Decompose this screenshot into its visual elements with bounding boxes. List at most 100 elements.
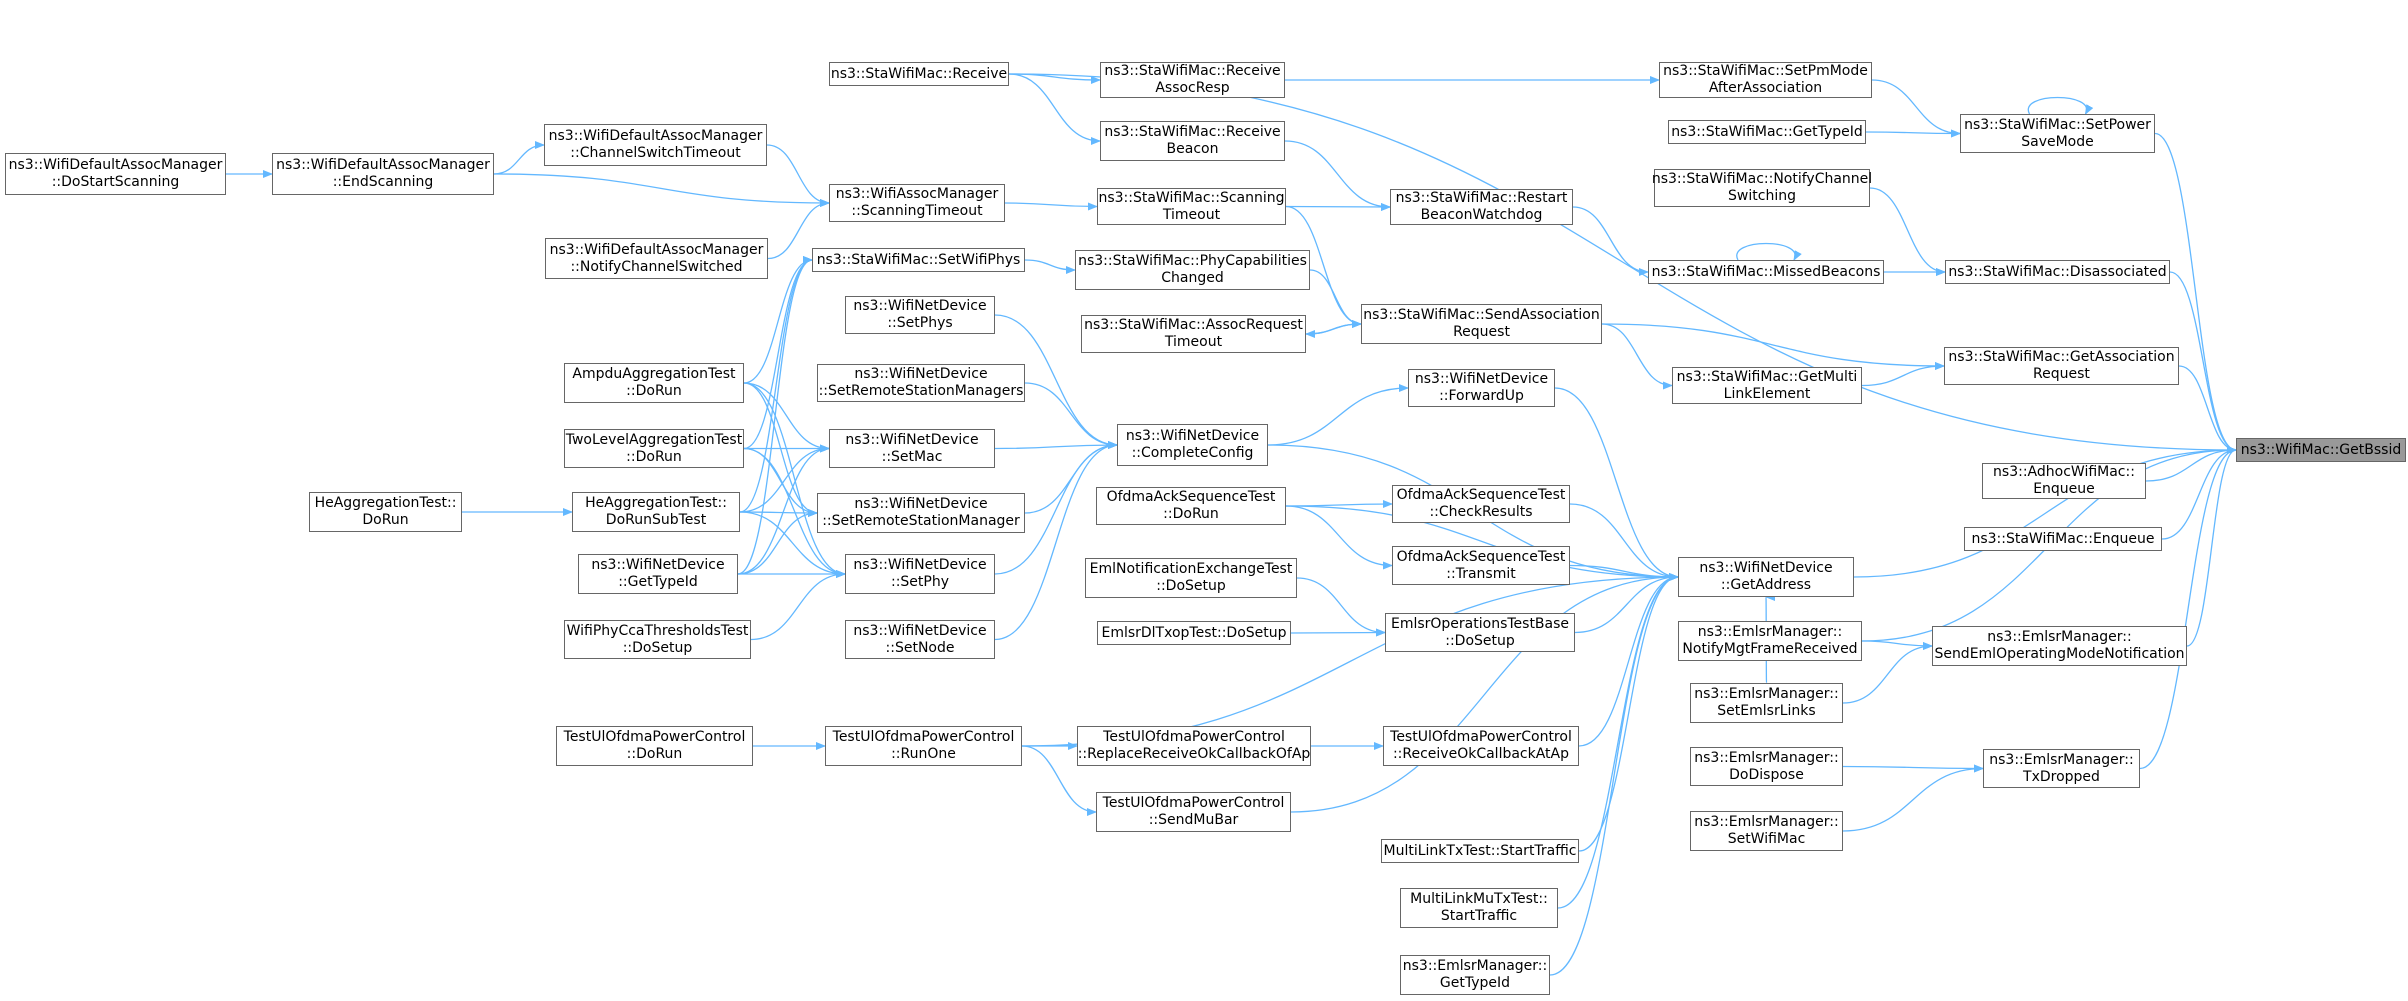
node-heagg-subtest[interactable]: HeAggregationTest:: DoRunSubTest [572, 492, 740, 532]
edge-nd-gettypeid-to-nd-setmac [737, 444, 830, 575]
edge-ofdma-ack-check-to-nd-getaddress [1569, 503, 1679, 581]
node-nd-setphys[interactable]: ns3::WifiNetDevice ::SetPhys [845, 296, 995, 334]
node-wam-scanto[interactable]: ns3::WifiAssocManager ::ScanningTimeout [829, 184, 1005, 222]
node-recv-beacon[interactable]: ns3::StaWifiMac::Receive Beacon [1100, 121, 1285, 161]
node-label: ns3::StaWifiMac::Disassociated [1948, 263, 2167, 280]
node-sta-enqueue[interactable]: ns3::StaWifiMac::Enqueue [1964, 527, 2162, 551]
edge-ampdu-dorun-to-nd-setmac [743, 382, 830, 453]
node-label: TestUlOfdmaPowerControl ::DoRun [563, 729, 746, 762]
edge-nd-gettypeid-to-nd-setrsm [737, 509, 818, 575]
edge-phycca-setup-to-nd-setphy [750, 570, 846, 641]
edge-sta-receive-to-recv-beacon [1008, 73, 1101, 145]
node-ulofdma-sendmubar[interactable]: TestUlOfdmaPowerControl ::SendMuBar [1096, 792, 1291, 832]
node-ulofdma-recvok[interactable]: TestUlOfdmaPowerControl ::ReceiveOkCallb… [1383, 726, 1579, 766]
node-nd-setmac[interactable]: ns3::WifiNetDevice ::SetMac [829, 429, 995, 468]
node-emlsr-setlinks[interactable]: ns3::EmlsrManager:: SetEmlsrLinks [1690, 683, 1843, 723]
node-nd-completecfg[interactable]: ns3::WifiNetDevice ::CompleteConfig [1117, 424, 1268, 466]
node-ofdma-ack-check[interactable]: OfdmaAckSequenceTest ::CheckResults [1392, 485, 1570, 523]
edge-ampdu-dorun-to-setwifiphys [743, 256, 813, 384]
edge-ulofdma-sendmubar-to-nd-getaddress [1290, 573, 1679, 813]
node-nd-setnode[interactable]: ns3::WifiNetDevice ::SetNode [845, 620, 995, 659]
node-eml-notif-setup[interactable]: EmlNotificationExchangeTest ::DoSetup [1085, 558, 1297, 598]
node-wdam-chswto[interactable]: ns3::WifiDefaultAssocManager ::ChannelSw… [544, 124, 767, 166]
node-label: MultiLinkMuTxTest:: StartTraffic [1410, 891, 1548, 924]
node-twolevel-dorun[interactable]: TwoLevelAggregationTest ::DoRun [564, 429, 744, 468]
node-phycap-changed[interactable]: ns3::StaWifiMac::PhyCapabilities Changed [1075, 250, 1310, 290]
node-setpowersave[interactable]: ns3::StaWifiMac::SetPower SaveMode [1960, 114, 2155, 153]
edge-assocreq-timeout-to-send-assocreq [1305, 320, 1362, 335]
node-ampdu-dorun[interactable]: AmpduAggregationTest ::DoRun [564, 363, 744, 403]
node-nd-forwardup[interactable]: ns3::WifiNetDevice ::ForwardUp [1408, 369, 1555, 407]
node-disassociated[interactable]: ns3::StaWifiMac::Disassociated [1945, 260, 2170, 284]
node-emlsr-ops-setup[interactable]: EmlsrOperationsTestBase ::DoSetup [1385, 613, 1575, 652]
node-getbssid: ns3::WifiMac::GetBssid [2236, 438, 2406, 462]
node-wdam-dostart[interactable]: ns3::WifiDefaultAssocManager ::DoStartSc… [5, 153, 226, 195]
node-label: ns3::StaWifiMac::SetWifiPhys [816, 251, 1021, 268]
node-ulofdma-dorun[interactable]: TestUlOfdmaPowerControl ::DoRun [556, 726, 753, 766]
node-nd-setphy[interactable]: ns3::WifiNetDevice ::SetPhy [845, 554, 995, 594]
node-phycca-setup[interactable]: WifiPhyCcaThresholdsTest ::DoSetup [564, 620, 751, 659]
edge-emlsr-notify-mgt-to-emlsr-send-oms [1861, 640, 1933, 650]
node-emlsr-send-oms[interactable]: ns3::EmlsrManager:: SendEmlOperatingMode… [1932, 626, 2187, 666]
node-mlmutx-start[interactable]: MultiLinkMuTxTest:: StartTraffic [1400, 888, 1558, 928]
edge-emlsr-send-oms-to-getbssid [2186, 446, 2237, 647]
node-emlsr-gettypeid[interactable]: ns3::EmlsrManager:: GetTypeId [1400, 955, 1550, 995]
node-emlsr-setwifimac[interactable]: ns3::EmlsrManager:: SetWifiMac [1690, 811, 1843, 851]
node-setwifiphys[interactable]: ns3::StaWifiMac::SetWifiPhys [812, 248, 1025, 272]
edge-scan-timeout-sta-to-restart-bw [1285, 202, 1391, 211]
edge-heagg-subtest-to-nd-setphy [739, 511, 846, 578]
node-label: ns3::EmlsrManager:: NotifyMgtFrameReceiv… [1682, 624, 1858, 657]
node-recv-assocresp[interactable]: ns3::StaWifiMac::Receive AssocResp [1100, 62, 1285, 98]
node-nd-setrsm[interactable]: ns3::WifiNetDevice ::SetRemoteStationMan… [817, 493, 1025, 533]
node-label: ns3::StaWifiMac::Receive Beacon [1104, 124, 1281, 157]
node-wdam-endscan[interactable]: ns3::WifiDefaultAssocManager ::EndScanni… [272, 153, 494, 195]
node-wdam-notifych[interactable]: ns3::WifiDefaultAssocManager ::NotifyCha… [545, 238, 768, 279]
edge-emlsr-dodispose-to-emlsr-txdropped [1842, 764, 1984, 773]
node-get-assocreq[interactable]: ns3::StaWifiMac::GetAssociation Request [1944, 347, 2179, 385]
node-label: ns3::WifiDefaultAssocManager ::NotifyCha… [549, 241, 764, 275]
node-missed-beacons[interactable]: ns3::StaWifiMac::MissedBeacons [1648, 260, 1884, 284]
node-nd-getaddress[interactable]: ns3::WifiNetDevice ::GetAddress [1678, 557, 1854, 597]
node-ofdma-ack-dorun[interactable]: OfdmaAckSequenceTest ::DoRun [1096, 487, 1286, 525]
node-emlsr-txdropped[interactable]: ns3::EmlsrManager:: TxDropped [1983, 749, 2140, 788]
node-gettypeid-sta[interactable]: ns3::StaWifiMac::GetTypeId [1668, 120, 1866, 144]
edge-ofdma-ack-dorun-to-ofdma-ack-tx [1285, 505, 1393, 570]
node-label: ns3::EmlsrManager:: TxDropped [1989, 751, 2134, 785]
node-ofdma-ack-tx[interactable]: OfdmaAckSequenceTest ::Transmit [1392, 546, 1570, 585]
node-label: ns3::AdhocWifiMac:: Enqueue [1993, 464, 2135, 497]
node-label: TestUlOfdmaPowerControl ::SendMuBar [1102, 795, 1285, 828]
node-setpm-after[interactable]: ns3::StaWifiMac::SetPmMode AfterAssociat… [1659, 62, 1872, 98]
node-ulofdma-runone[interactable]: TestUlOfdmaPowerControl ::RunOne [825, 726, 1022, 766]
edge-emlsr-txdropped-to-getbssid [2139, 446, 2237, 770]
node-notify-chsw[interactable]: ns3::StaWifiMac::NotifyChannel Switching [1652, 169, 1872, 207]
node-emlsr-dodispose[interactable]: ns3::EmlsrManager:: DoDispose [1690, 747, 1843, 786]
node-label: OfdmaAckSequenceTest ::CheckResults [1396, 487, 1566, 520]
edge-disassociated-to-getbssid [2169, 271, 2237, 454]
node-mltx-start[interactable]: MultiLinkTxTest::StartTraffic [1381, 839, 1579, 863]
node-assocreq-timeout[interactable]: ns3::StaWifiMac::AssocRequest Timeout [1081, 315, 1306, 353]
node-restart-bw[interactable]: ns3::StaWifiMac::Restart BeaconWatchdog [1390, 189, 1573, 225]
node-emlsr-dltxop[interactable]: EmlsrDlTxopTest::DoSetup [1097, 621, 1291, 645]
node-nd-setrsm-plural[interactable]: ns3::WifiNetDevice ::SetRemoteStationMan… [817, 364, 1025, 402]
node-heagg-dorun[interactable]: HeAggregationTest:: DoRun [309, 492, 462, 532]
edge-nd-completecfg-to-nd-forwardup [1267, 384, 1409, 446]
edge-mltx-start-to-nd-getaddress [1578, 573, 1679, 852]
edge-setpm-after-to-setpowersave [1871, 79, 1961, 138]
node-scan-timeout-sta[interactable]: ns3::StaWifiMac::Scanning Timeout [1097, 188, 1286, 225]
node-label: TestUlOfdmaPowerControl ::ReplaceReceive… [1077, 729, 1311, 762]
edge-recv-beacon-to-restart-bw [1284, 140, 1391, 211]
node-label: EmlNotificationExchangeTest ::DoSetup [1089, 561, 1293, 594]
edge-sta-enqueue-to-getbssid [2161, 446, 2237, 540]
edge-twolevel-dorun-to-setwifiphys [743, 256, 813, 450]
edge-wdam-endscan-to-wam-scanto [493, 173, 830, 207]
node-adhoc-enqueue[interactable]: ns3::AdhocWifiMac:: Enqueue [1982, 463, 2146, 499]
node-label: ns3::StaWifiMac::Enqueue [1971, 530, 2155, 547]
node-sta-receive[interactable]: ns3::StaWifiMac::Receive [829, 62, 1009, 86]
node-nd-gettypeid[interactable]: ns3::WifiNetDevice ::GetTypeId [578, 554, 738, 594]
node-emlsr-notify-mgt[interactable]: ns3::EmlsrManager:: NotifyMgtFrameReceiv… [1678, 621, 1862, 661]
edge-wam-scanto-to-scan-timeout-sta [1004, 202, 1098, 211]
node-send-assocreq[interactable]: ns3::StaWifiMac::SendAssociation Request [1361, 304, 1602, 344]
node-ulofdma-replace[interactable]: TestUlOfdmaPowerControl ::ReplaceReceive… [1077, 726, 1311, 766]
node-get-multilink[interactable]: ns3::StaWifiMac::GetMulti LinkElement [1672, 367, 1862, 404]
